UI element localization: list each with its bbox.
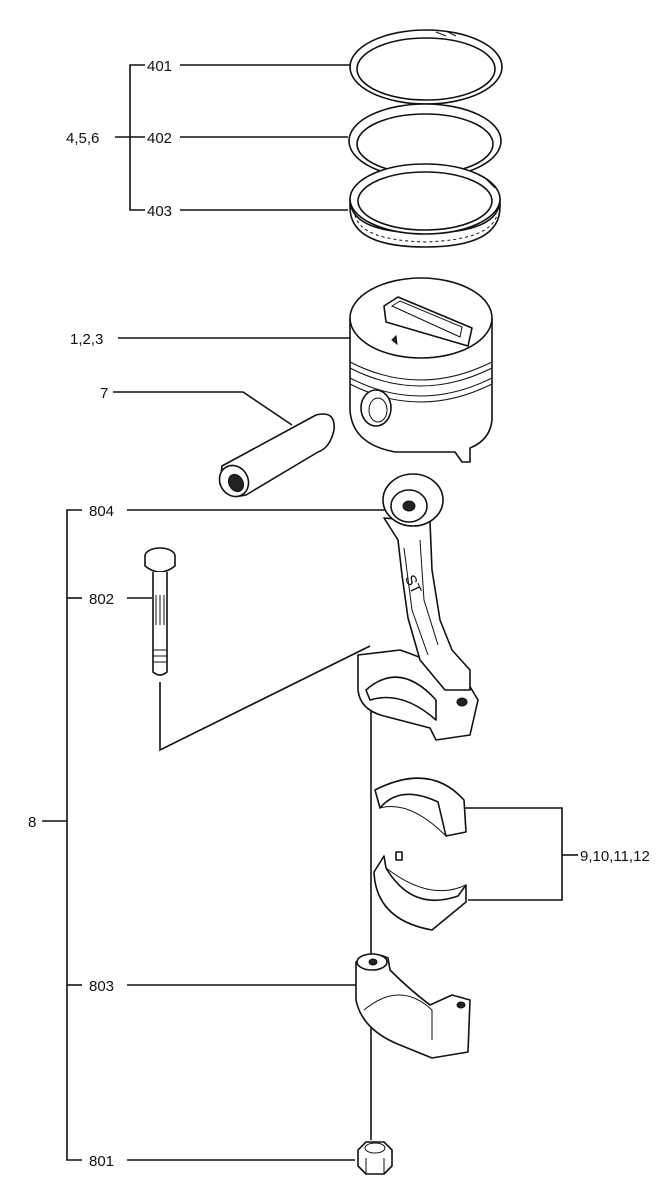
label-8: 8 <box>28 814 36 831</box>
rod-cap <box>355 953 471 1059</box>
label-802: 802 <box>89 591 114 608</box>
label-9-10-11-12: 9,10,11,12 <box>580 848 650 865</box>
label-7: 7 <box>100 385 108 402</box>
callout-labels: 4,5,6 401 402 403 1,2,3 7 8 804 802 9,10… <box>28 58 650 1170</box>
svg-text:ST: ST <box>401 572 425 597</box>
piston <box>349 277 493 463</box>
label-401: 401 <box>147 58 172 75</box>
label-803: 803 <box>89 978 114 995</box>
label-4-5-6: 4,5,6 <box>66 130 99 147</box>
label-804: 804 <box>89 503 114 520</box>
label-801: 801 <box>89 1153 114 1170</box>
label-402: 402 <box>147 130 172 147</box>
piston-ring-oil <box>349 163 501 248</box>
leader-lines <box>42 64 578 1161</box>
bearing-shell-upper <box>374 777 467 837</box>
piston-ring-top <box>349 29 503 105</box>
rod-nut <box>357 1141 393 1175</box>
bearing-shell-lower <box>373 851 467 931</box>
connecting-rod: ST <box>357 473 479 741</box>
label-403: 403 <box>147 203 172 220</box>
piston-pin <box>218 413 335 498</box>
rod-bolt <box>144 547 176 676</box>
label-1-2-3: 1,2,3 <box>70 331 103 348</box>
